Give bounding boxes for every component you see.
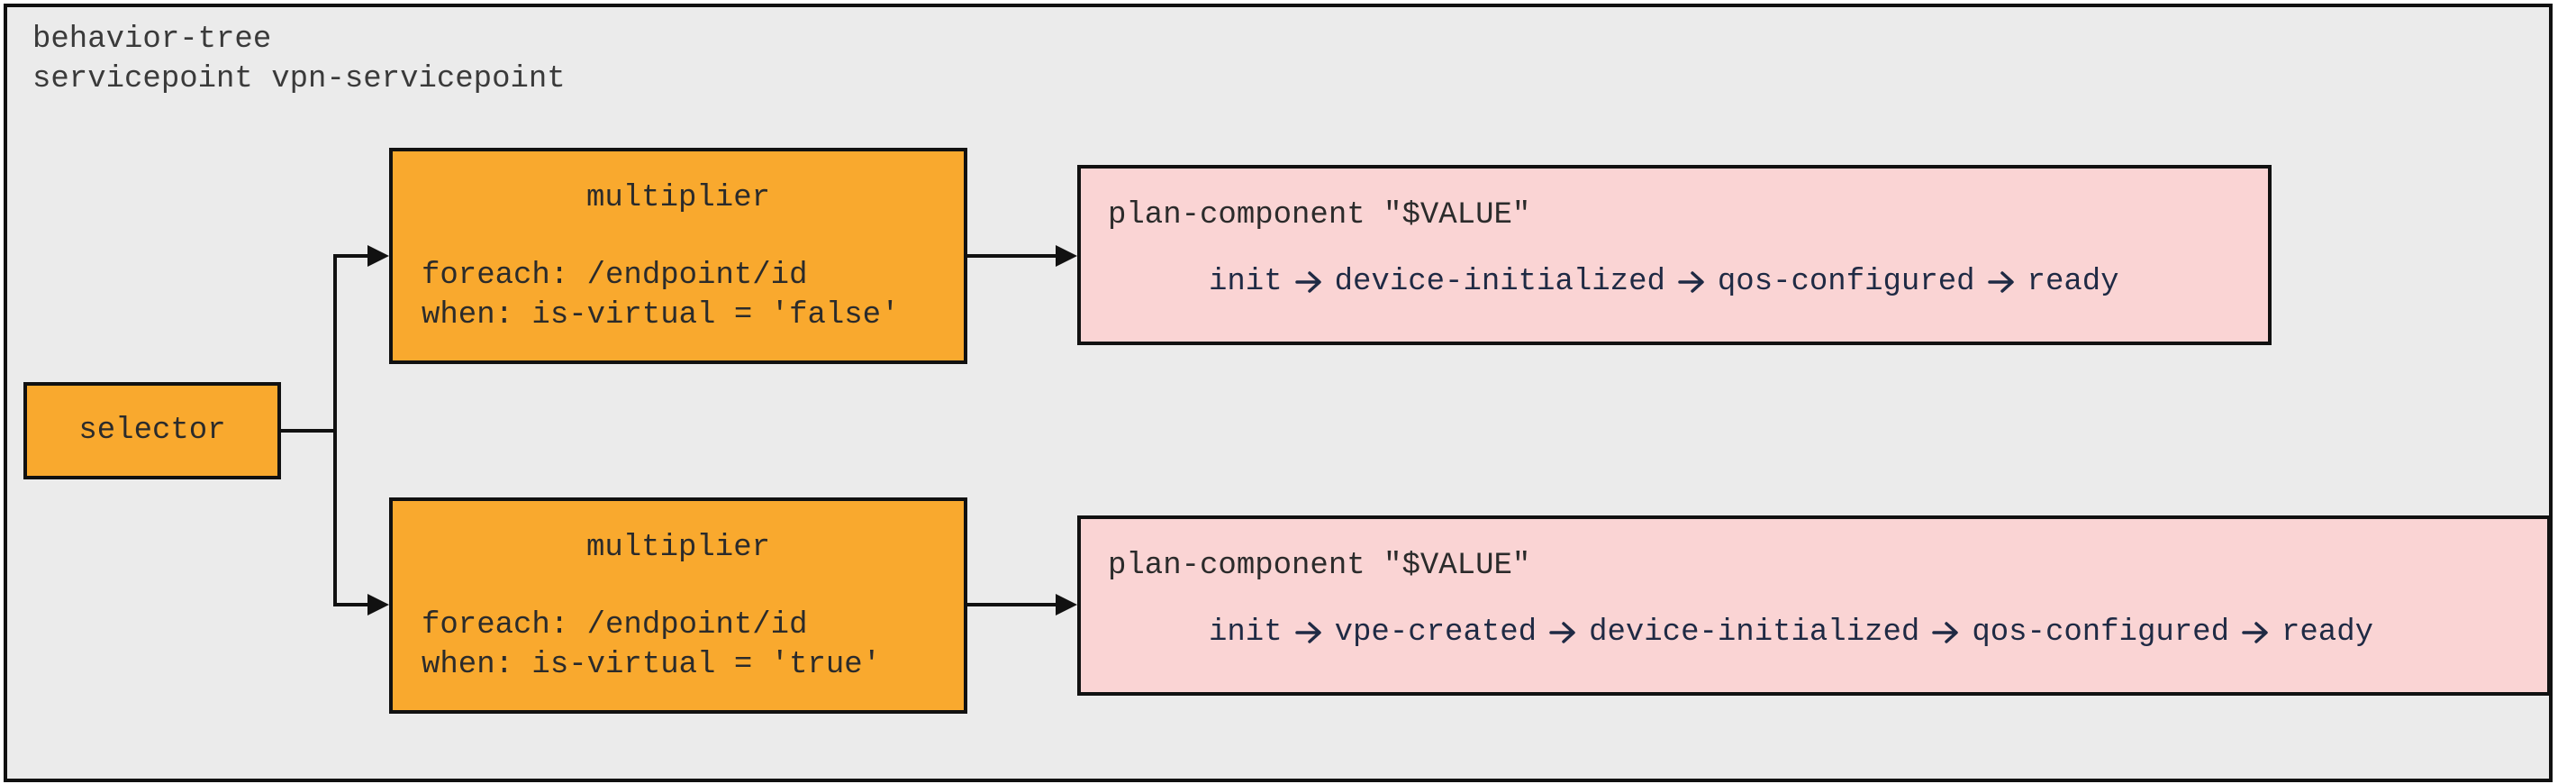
arrowhead-icon xyxy=(1056,594,1077,615)
right-arrow-icon xyxy=(1665,262,1718,302)
multiplier-node-not-virtual: multiplier foreach: /endpoint/id when: i… xyxy=(389,148,967,364)
right-arrow-icon xyxy=(1283,613,1335,652)
selector-node: selector xyxy=(23,382,281,479)
arrowhead-icon xyxy=(367,594,389,615)
right-arrow-icon xyxy=(2229,613,2281,652)
plan-component-virtual: plan-component "$VALUE" init vpe-created d… xyxy=(1077,515,2551,696)
state-label: init xyxy=(1209,615,1283,650)
multiplier-node-virtual: multiplier foreach: /endpoint/id when: i… xyxy=(389,497,967,714)
plan-component-title: plan-component "$VALUE" xyxy=(1108,198,1531,232)
plan-component-not-virtual: plan-component "$VALUE" init device-initi… xyxy=(1077,165,2272,345)
state-flow: init vpe-created device-initialized qos-con… xyxy=(1209,613,2373,652)
multiplier-foreach: foreach: /endpoint/id xyxy=(422,608,808,643)
header-title: behavior-tree xyxy=(32,23,272,57)
right-arrow-icon xyxy=(1975,262,2027,302)
selector-label: selector xyxy=(78,414,226,448)
state-label: init xyxy=(1209,265,1283,299)
state-label: qos-configured xyxy=(1972,615,2229,650)
arrowhead-icon xyxy=(1056,245,1077,267)
arrowhead-icon xyxy=(367,245,389,267)
plan-component-title: plan-component "$VALUE" xyxy=(1108,549,1531,583)
multiplier-title: multiplier xyxy=(585,531,771,565)
multiplier-when: when: is-virtual = 'true' xyxy=(422,648,882,682)
state-label: ready xyxy=(2027,265,2119,299)
multiplier-when: when: is-virtual = 'false' xyxy=(422,298,900,333)
right-arrow-icon xyxy=(1919,613,1972,652)
multiplier-foreach: foreach: /endpoint/id xyxy=(422,259,808,293)
header-servicepoint: servicepoint vpn-servicepoint xyxy=(32,62,566,96)
state-label: vpe-created xyxy=(1334,615,1537,650)
state-label: qos-configured xyxy=(1717,265,1975,299)
right-arrow-icon xyxy=(1537,613,1589,652)
state-label: device-initialized xyxy=(1589,615,1920,650)
state-label: ready xyxy=(2281,615,2374,650)
state-label: device-initialized xyxy=(1334,265,1665,299)
diagram-header: behavior-tree servicepoint vpn-servicepo… xyxy=(32,20,566,99)
multiplier-title: multiplier xyxy=(585,181,771,215)
state-flow: init device-initialized qos-configured read… xyxy=(1209,262,2119,302)
right-arrow-icon xyxy=(1283,262,1335,302)
